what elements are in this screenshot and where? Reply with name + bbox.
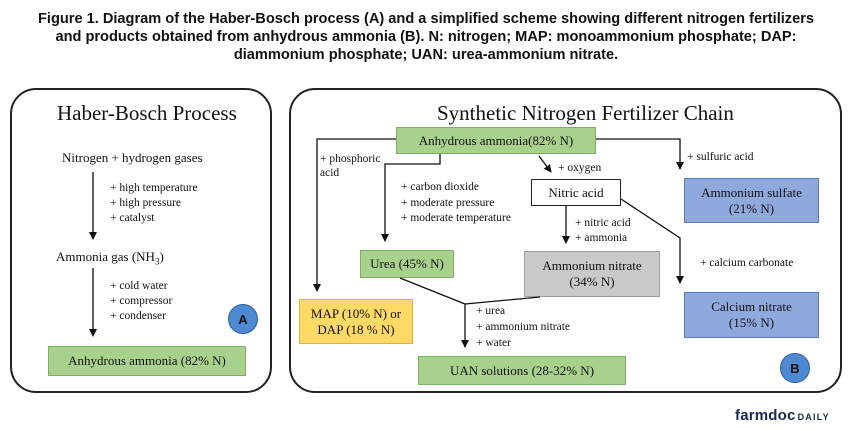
badge-b: B — [780, 353, 810, 383]
condition-2: + high pressure — [110, 197, 181, 209]
uan-condition-1: + urea — [476, 305, 506, 317]
condition-5: + compressor — [110, 295, 173, 307]
arrow-oxygen — [538, 155, 552, 173]
anhydrous-ammonia-box-a: Anhydrous ammonia (82% N) — [48, 346, 246, 376]
panel-b-title: Synthetic Nitrogen Fertilizer Chain — [437, 101, 734, 125]
condition-3: + catalyst — [110, 212, 155, 224]
panel-haber-bosch — [10, 88, 272, 393]
ammonium-sulfate-box: Ammonium sulfate(21% N) — [684, 178, 819, 223]
calcium-carbonate-label: + calcium carbonate — [700, 257, 794, 269]
ammonium-nitrate-box: Ammonium nitrate(34% N) — [524, 251, 660, 297]
arrow-phosphoric — [313, 138, 396, 292]
panel-a-title: Haber-Bosch Process — [57, 101, 237, 125]
badge-a: A — [228, 304, 258, 334]
sulfuric-acid-label: + sulfuric acid — [687, 151, 754, 163]
nitric-condition-2: + ammonia — [575, 232, 628, 244]
arrow-sulfuric — [596, 138, 684, 170]
condition-1: + high temperature — [110, 182, 198, 194]
urea-condition-3: + moderate temperature — [401, 212, 511, 224]
calcium-nitrate-box: Calcium nitrate(15% N) — [684, 292, 819, 338]
figure-caption: Figure 1. Diagram of the Haber-Bosch pro… — [37, 11, 815, 63]
uan-condition-3: + water — [476, 337, 511, 349]
reactants-label: Nitrogen + hydrogen gases — [62, 150, 203, 165]
oxygen-label: + oxygen — [558, 162, 602, 174]
phosphoric-acid-label-1: + phosphoric — [320, 153, 381, 165]
line-urea-uan — [399, 277, 466, 305]
line-an-uan — [464, 296, 541, 305]
urea-box: Urea (45% N) — [360, 250, 454, 278]
arrow-calcium — [620, 198, 684, 284]
uan-solutions-box: UAN solutions (28-32% N) — [418, 356, 626, 385]
urea-condition-1: + carbon dioxide — [401, 181, 480, 193]
nitric-condition-1: + nitric acid — [575, 217, 631, 229]
anhydrous-ammonia-box-b: Anhydrous ammonia(82% N) — [396, 127, 596, 154]
condition-4: + cold water — [110, 280, 168, 292]
uan-condition-2: + ammonium nitrate — [476, 321, 570, 333]
urea-condition-2: + moderate pressure — [401, 197, 495, 209]
nitric-acid-box: Nitric acid — [531, 179, 621, 206]
arrow-urea — [381, 154, 441, 242]
ammonia-gas-label: Ammonia gas (NH3) — [56, 249, 164, 267]
condition-6: + condenser — [110, 310, 166, 322]
phosphoric-acid-label-2: acid — [320, 167, 340, 179]
